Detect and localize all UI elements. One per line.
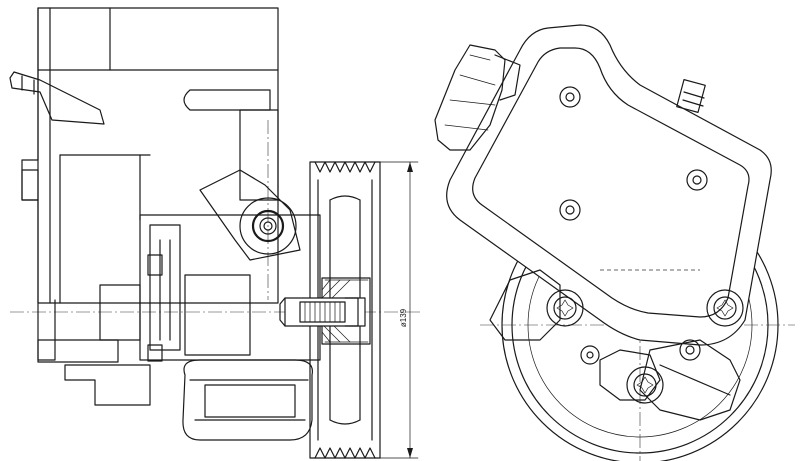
- hub-hatching: [321, 279, 351, 343]
- reservoir-bolt-top: [559, 86, 581, 108]
- torx-bolt-left: [546, 289, 584, 327]
- reservoir-bolt-left: [559, 199, 581, 221]
- pressure-fitting: [199, 169, 301, 261]
- mounting-bracket: [21, 7, 119, 363]
- drive-shaft: [279, 297, 366, 327]
- reservoir-body: [37, 7, 279, 304]
- front-reservoir: [446, 24, 772, 346]
- inlet-pipe: [9, 71, 105, 125]
- pulley-diameter-dimension: ø139: [379, 161, 419, 459]
- pump-housing: [64, 214, 321, 406]
- torx-bolt-bottom: [626, 366, 664, 404]
- dimension-label: ø139: [399, 308, 408, 327]
- outlet-nipple: [676, 79, 706, 113]
- side-view: ø139: [9, 7, 420, 459]
- lower-bracket: [182, 359, 313, 441]
- small-bolt-left: [580, 345, 600, 365]
- front-view: [434, 24, 795, 461]
- small-bolt: [679, 339, 701, 361]
- filler-cap: [434, 44, 521, 151]
- torx-bolt-right: [706, 289, 744, 327]
- reservoir-bolt-right: [686, 169, 708, 191]
- front-lower-bracket: [489, 269, 741, 421]
